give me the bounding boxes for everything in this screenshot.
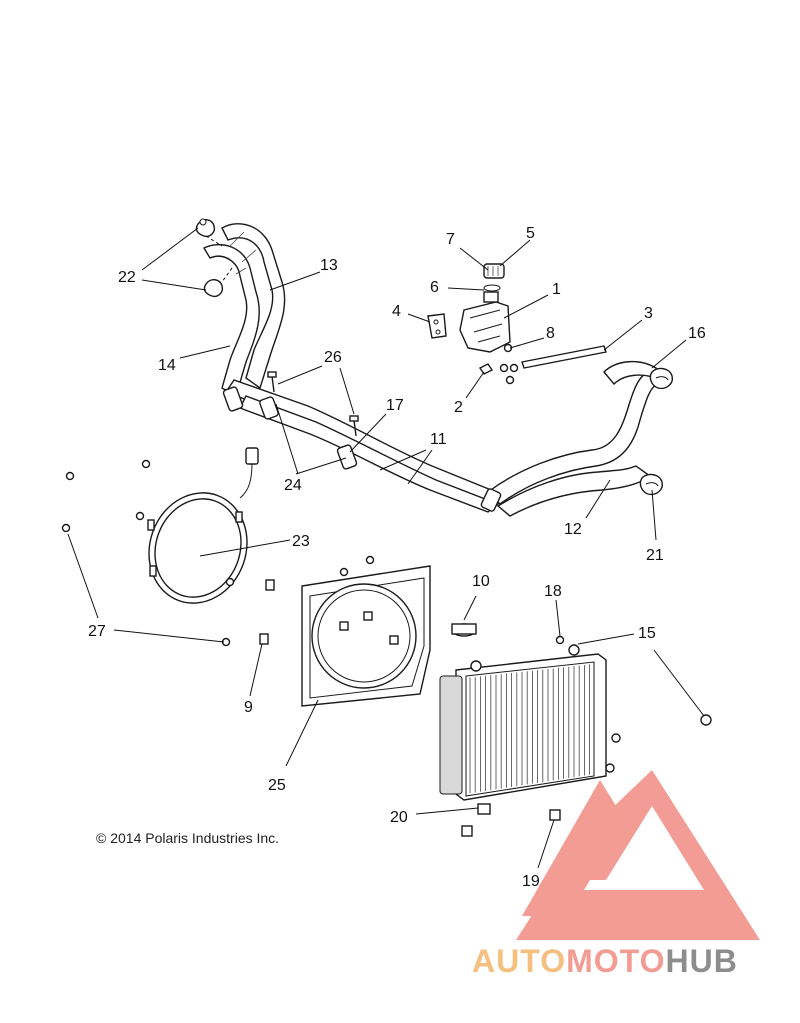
callout-22: 22 [118, 269, 136, 286]
copyright-notice: © 2014 Polaris Industries Inc. [96, 830, 279, 846]
callout-8: 8 [546, 325, 555, 342]
callout-26: 26 [324, 349, 342, 366]
clamp-22-lower [203, 279, 224, 298]
callout-10: 10 [472, 573, 490, 590]
fan-shroud-23 [147, 447, 259, 604]
fitting-20 [477, 803, 491, 815]
callout-11: 11 [430, 431, 447, 448]
callout-23: 23 [292, 533, 310, 550]
bolt-18 [555, 635, 565, 645]
bracket-4 [427, 313, 447, 339]
radiator [439, 644, 621, 801]
callout-6: 6 [430, 279, 439, 296]
watermark-triangle-left [522, 780, 616, 916]
callout-14: 14 [158, 357, 176, 374]
clamp-joint-right [480, 488, 502, 512]
callout-2: 2 [454, 399, 463, 416]
grommet-19 [461, 809, 561, 837]
watermark-triangle-outer [516, 770, 760, 940]
callout-20: 20 [390, 809, 408, 826]
clamp-joint-left [222, 386, 244, 412]
watermark-text: AUTOMOTOHUB [472, 943, 738, 979]
callout-5: 5 [526, 225, 535, 242]
reservoir-bottle-1 [459, 291, 511, 353]
watermark-text-hub: HUB [665, 943, 737, 979]
callout-19: 19 [522, 873, 540, 890]
callout-18: 18 [544, 583, 562, 600]
watermark-text-moto: MOTO [566, 943, 665, 979]
callout-15: 15 [638, 625, 656, 642]
callout-12: 12 [564, 521, 582, 538]
callout-9: 9 [244, 699, 253, 716]
callout-labels: 1 2 3 4 5 6 7 8 9 10 11 12 13 14 15 16 1… [88, 225, 706, 890]
clamp-22-top [195, 218, 216, 238]
callout-17: 17 [386, 397, 404, 414]
fasteners-shroud [339, 555, 375, 577]
nuts-8 [499, 343, 519, 385]
clamp-16 [649, 367, 673, 390]
callout-4: 4 [392, 303, 401, 320]
clamp-21 [639, 473, 663, 496]
watermark-text-auto: AUTO [472, 943, 566, 979]
callout-13: 13 [320, 257, 338, 274]
fasteners-27 [61, 459, 235, 647]
radiator-cap-10 [451, 623, 477, 637]
cap-5 [483, 263, 505, 279]
hose-13-14 [203, 223, 286, 398]
callout-1: 1 [552, 281, 561, 298]
callout-16: 16 [688, 325, 706, 342]
watermark-logo: AUTOMOTOHUB [472, 770, 760, 979]
bolt-26-a [267, 371, 277, 393]
bolt-26-b [349, 415, 359, 437]
callout-7: 7 [446, 231, 455, 248]
overflow-tube-3 [521, 345, 607, 369]
o-ring-6 [483, 284, 501, 292]
hose-12-16 [486, 361, 662, 517]
leader-lines [67, 227, 705, 869]
nut-15 [700, 714, 712, 726]
callout-27: 27 [88, 623, 106, 640]
callout-3: 3 [644, 305, 653, 322]
callout-25: 25 [268, 777, 286, 794]
callout-24: 24 [284, 477, 302, 494]
fan-shroud-25 [259, 565, 431, 707]
clamp-24 [259, 396, 279, 420]
fitting-2 [478, 363, 494, 375]
callout-21: 21 [646, 547, 664, 564]
